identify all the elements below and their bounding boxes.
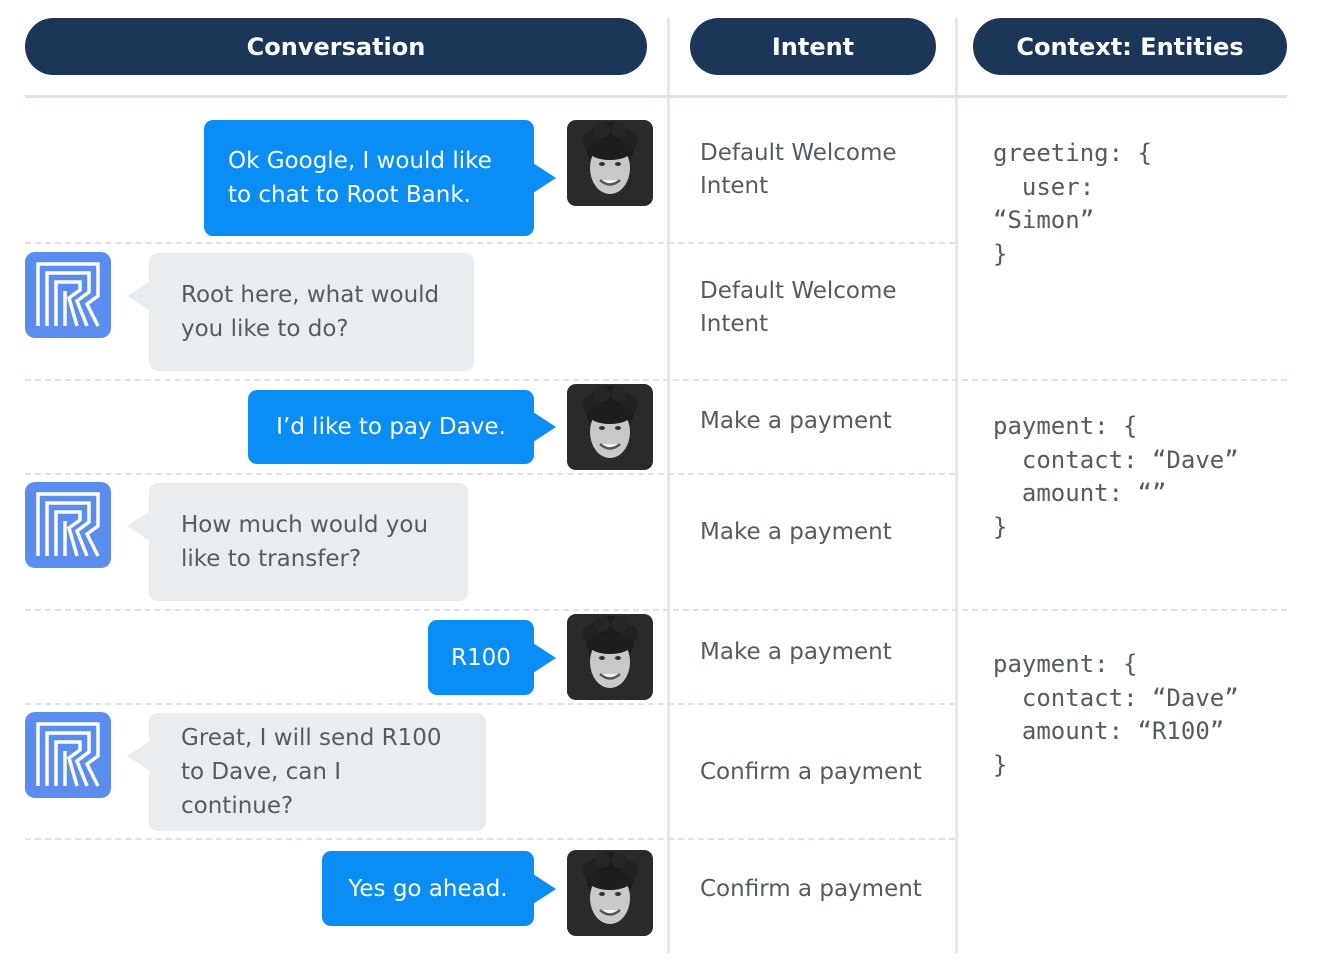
context-entity-block: payment: { contact: “Dave” amount: “” } — [993, 412, 1239, 541]
row-divider — [25, 838, 955, 840]
context-header: Context: Entities — [973, 18, 1287, 75]
user-message-text: Yes go ahead. — [348, 875, 508, 902]
context-field-value: “” — [1137, 479, 1167, 507]
intent-label: Confirm a payment — [700, 876, 922, 902]
user-message-bubble: Ok Google, I would like to chat to Root … — [204, 120, 556, 236]
user-message-bubble: R100 — [428, 620, 556, 695]
user-message-bubble: Yes go ahead. — [322, 851, 556, 926]
row-divider — [25, 703, 955, 705]
user-photo-icon — [567, 384, 653, 470]
row-divider — [25, 609, 1287, 611]
intent-label: Make a payment — [700, 639, 892, 665]
context-field-value: “Dave” — [1151, 683, 1239, 712]
conversation-header: Conversation — [25, 18, 647, 75]
intent-header: Intent — [690, 18, 936, 75]
intent-label: Default Welcome Intent — [700, 278, 897, 337]
bot-message-bubble: How much would you like to transfer? — [127, 483, 468, 601]
row-divider — [25, 473, 955, 475]
context-key: payment — [993, 650, 1095, 678]
user-message-bubble: I’d like to pay Dave. — [248, 390, 556, 464]
user-photo-icon — [567, 614, 653, 700]
context-field-name: contact — [1021, 445, 1124, 474]
root-bank-logo-icon — [25, 712, 111, 798]
root-bank-logo-icon — [25, 482, 111, 568]
user-photo-icon — [567, 850, 653, 936]
context-key: greeting — [993, 139, 1109, 167]
context-field-name: amount — [1021, 479, 1109, 507]
bot-message-bubble: Root here, what would you like to do? — [127, 253, 474, 371]
context-field-name: contact — [1021, 683, 1124, 712]
context-field-name: amount — [1021, 717, 1109, 745]
user-photo-icon — [567, 120, 653, 206]
bot-message-text: Root here, what would you like to do? — [181, 282, 440, 342]
intent-label: Make a payment — [700, 519, 892, 545]
column-divider — [955, 18, 958, 953]
context-field-value: “Dave” — [1151, 445, 1239, 474]
context-field-value: “R100” — [1137, 717, 1225, 745]
bot-message-text: How much would you like to transfer? — [181, 512, 429, 572]
bot-message-text: Great, I will send R100 to Dave, can I c… — [181, 725, 442, 819]
row-divider — [25, 242, 955, 244]
context-field-name: user — [1021, 172, 1080, 201]
context-entity-block: payment: { contact: “Dave” amount: “R100… — [993, 650, 1239, 779]
intent-label: Make a payment — [700, 408, 892, 434]
user-message-text: Ok Google, I would like to chat to Root … — [228, 148, 492, 208]
user-message-text: R100 — [451, 644, 511, 671]
context-field-value: “Simon” — [993, 206, 1095, 234]
user-message-text: I’d like to pay Dave. — [276, 414, 506, 440]
header-divider — [25, 95, 1287, 98]
intent-label: Confirm a payment — [700, 759, 922, 785]
context-entity-block: greeting: { user: “Simon” } — [993, 139, 1152, 268]
root-bank-logo-icon — [25, 252, 111, 338]
bot-message-bubble: Great, I will send R100 to Dave, can I c… — [127, 713, 486, 831]
column-divider — [667, 18, 670, 953]
context-key: payment — [993, 412, 1095, 440]
intent-label: Default Welcome Intent — [700, 140, 897, 199]
row-divider — [25, 379, 1287, 381]
